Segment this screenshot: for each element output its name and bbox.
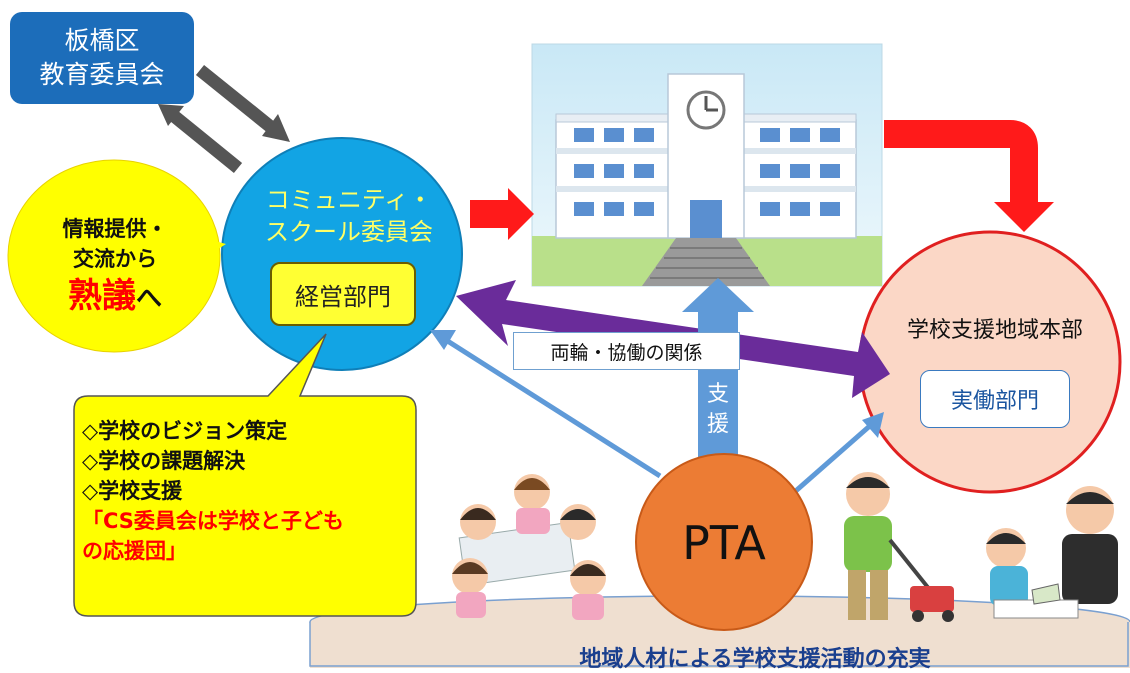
- board-title-line1: 板橋区: [64, 26, 140, 55]
- pta-label: PTA: [682, 516, 766, 570]
- operations-dept-box: 実働部門: [920, 370, 1070, 428]
- hq-title: 学校支援地域本部: [906, 318, 1083, 343]
- roles-callout: [73, 333, 417, 617]
- gray-arrow-down: [195, 64, 290, 142]
- gray-arrow-up: [158, 104, 243, 174]
- cs-title-line1: コミュニティ・: [265, 186, 433, 214]
- info-bubble-text: 情報提供・ 交流から 熟議へ: [30, 214, 200, 318]
- cs-committee-circle: [221, 137, 463, 371]
- info-bubble-tail: へ: [135, 284, 162, 314]
- board-of-education-box: 板橋区 教育委員会: [10, 12, 194, 104]
- info-bubble-deliberation: 熟議: [67, 276, 136, 316]
- cs-cheer-quote: 「CS委員会は学校と子どもの応援団」: [82, 509, 344, 563]
- tutoring-illustration: [986, 486, 1118, 619]
- hq-circle: [858, 230, 1122, 494]
- support-label: 支援: [706, 382, 729, 437]
- info-bubble-line1: 情報提供・: [62, 217, 168, 241]
- bottom-caption: 地域人材による学校支援活動の充実: [579, 647, 931, 672]
- board-title-line2: 教育委員会: [39, 60, 165, 89]
- info-bubble-line2: 交流から: [73, 247, 157, 271]
- role-vision: ◇学校のビジョン策定: [82, 419, 288, 443]
- cs-title-line2: スクール委員会: [265, 218, 433, 246]
- roles-callout-text: ◇学校のビジョン策定 ◇学校の課題解決 ◇学校支援 「CS委員会は学校と子どもの…: [82, 416, 412, 566]
- volunteer-mower-illustration: [844, 472, 954, 622]
- relationship-label: 両輪・協働の関係: [513, 332, 740, 370]
- school-illustration: [531, 43, 883, 287]
- role-issues: ◇学校の課題解決: [82, 449, 246, 473]
- pta-circle: [635, 453, 813, 631]
- children-meeting-illustration: [452, 474, 606, 620]
- light-blue-arrow-to-hq: [788, 412, 884, 498]
- role-support: ◇学校支援: [82, 479, 183, 503]
- light-blue-arrow-to-cs: [430, 330, 662, 479]
- red-arrow-school-to-hq: [884, 120, 1054, 232]
- cs-committee-title: コミュニティ・ スクール委員会: [234, 184, 464, 248]
- red-arrow-cs-to-school: [470, 188, 534, 240]
- info-speech-bubble: [7, 159, 226, 353]
- management-dept-box: 経営部門: [270, 262, 416, 326]
